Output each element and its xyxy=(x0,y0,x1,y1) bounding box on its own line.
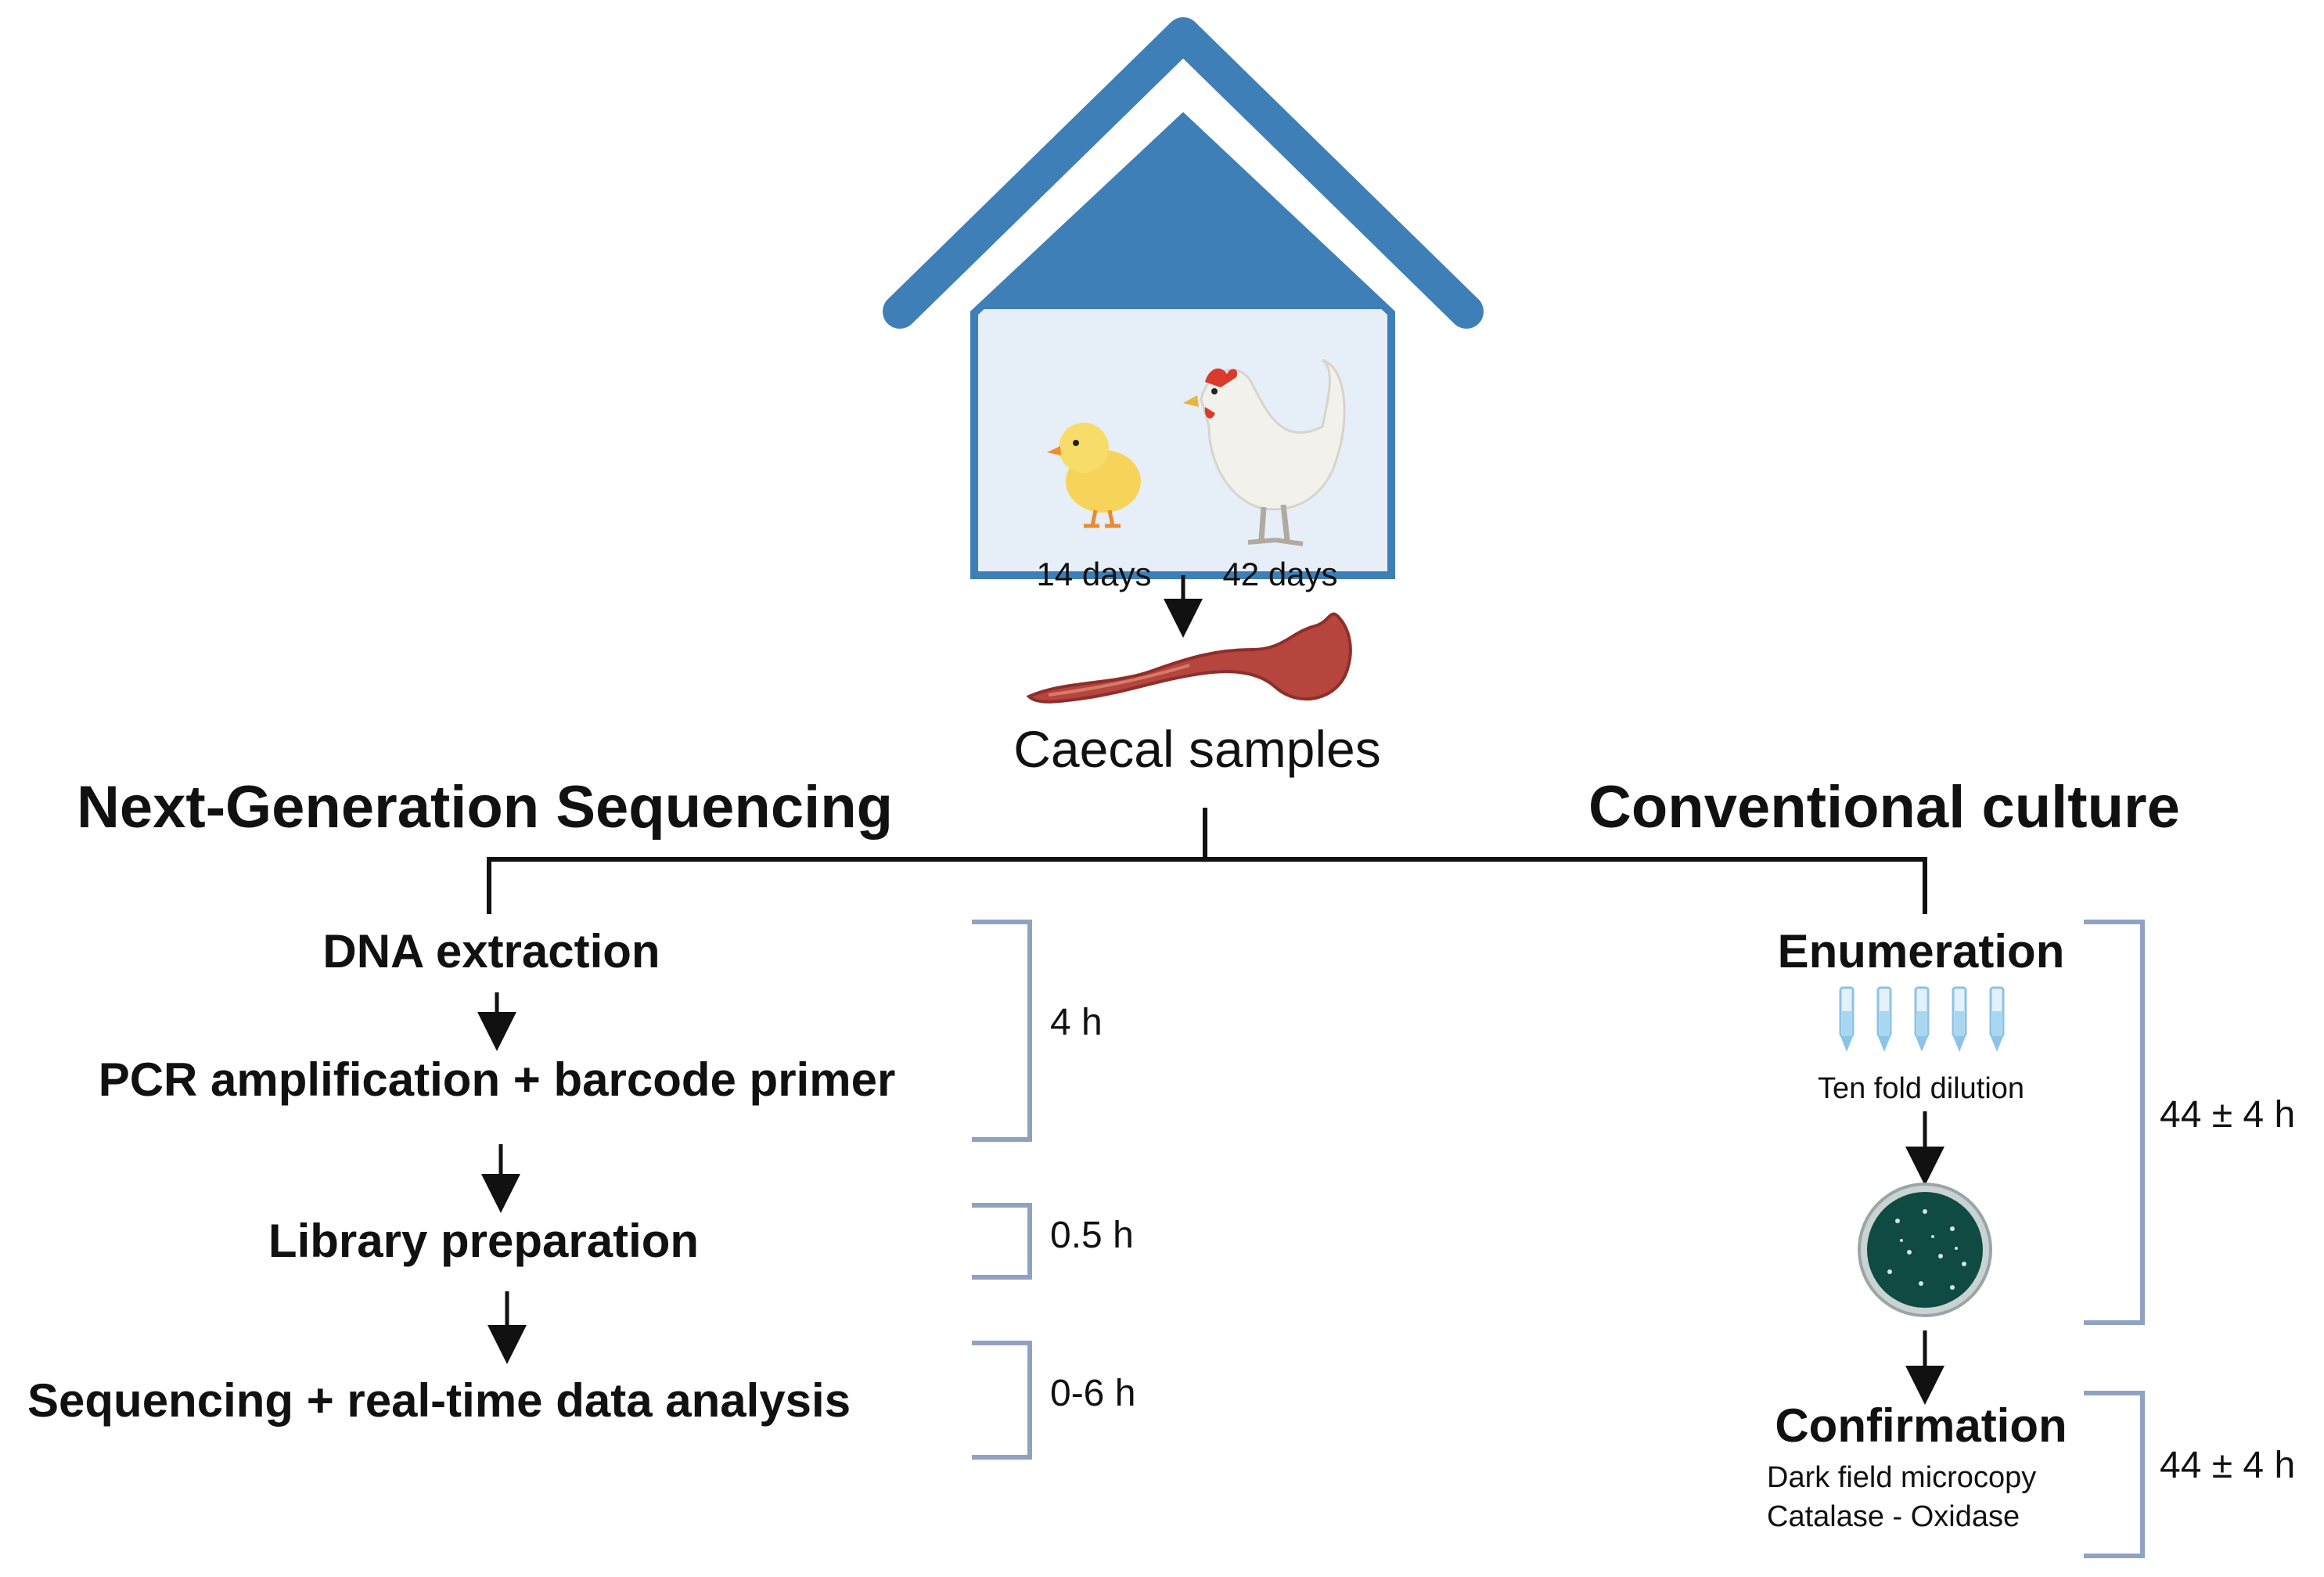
ngs-duration-4h: 4 h xyxy=(1050,1002,1103,1043)
branch-connector xyxy=(487,808,1927,914)
ngs-step-sequencing: Sequencing + real-time data analysis xyxy=(27,1374,851,1427)
house-roof xyxy=(883,17,1484,329)
culture-bracket-confirmation xyxy=(2084,1391,2145,1558)
age-label-chick: 14 days xyxy=(1036,556,1151,592)
culture-duration-enumeration: 44 ± 4 h xyxy=(2160,1094,2295,1136)
age-label-hen: 42 days xyxy=(1222,556,1337,592)
culture-step-enumeration: Enumeration xyxy=(1778,925,2065,978)
ngs-step-pcr: PCR amplification + barcode primer xyxy=(99,1053,896,1106)
dilution-tubes-icon xyxy=(1839,986,2005,1052)
culture-step-confirmation: Confirmation xyxy=(1775,1399,2067,1452)
ngs-step-dna-extraction: DNA extraction xyxy=(322,925,660,978)
petri-plate-icon xyxy=(1858,1183,1992,1317)
culture-bracket-enumeration xyxy=(2084,920,2145,1325)
house-gable xyxy=(978,116,1388,309)
ngs-bracket-4h xyxy=(972,920,1032,1142)
ngs-title: Next-Generation Sequencing xyxy=(77,774,893,841)
culture-title: Conventional culture xyxy=(1588,774,2180,841)
ngs-bracket-05h xyxy=(972,1203,1032,1280)
culture-duration-confirmation: 44 ± 4 h xyxy=(2160,1445,2295,1486)
ngs-bracket-06h xyxy=(972,1341,1032,1460)
ngs-step-library-prep: Library preparation xyxy=(268,1215,699,1267)
dilution-label: Ten fold dilution xyxy=(1818,1072,2024,1105)
caecum-icon xyxy=(1026,612,1352,704)
sample-label: Caecal samples xyxy=(1013,720,1381,778)
confirm-method-1: Dark field microcopy xyxy=(1767,1461,2036,1494)
chick-icon xyxy=(1047,423,1141,528)
ngs-duration-05h: 0.5 h xyxy=(1050,1215,1134,1256)
ngs-duration-06h: 0-6 h xyxy=(1050,1373,1135,1414)
hen-icon xyxy=(1183,358,1346,546)
poultry-house-icon: 14 days 42 days xyxy=(883,17,1484,592)
confirm-method-2: Catalase - Oxidase xyxy=(1767,1500,2020,1533)
